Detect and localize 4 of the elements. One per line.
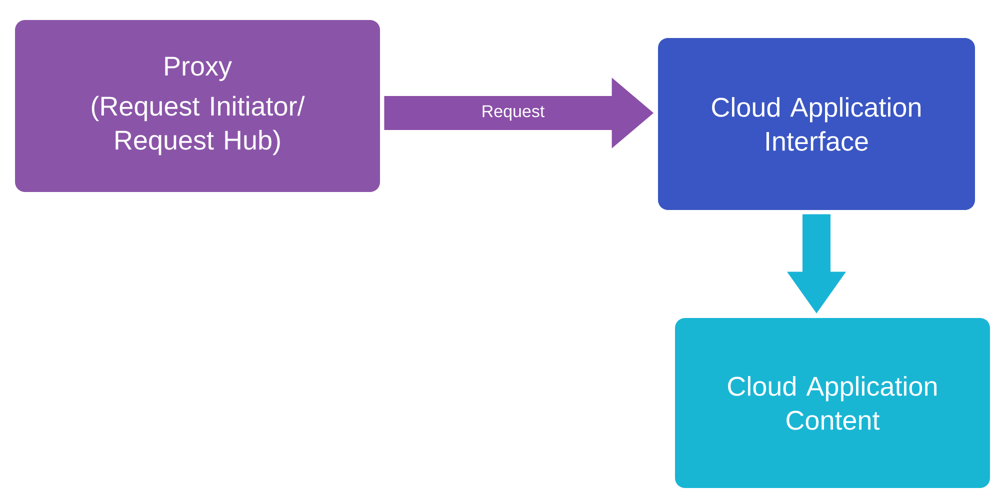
process-box: Cloud Application Content	[675, 318, 990, 488]
process-box: Proxy (Request Initiator/ Request Hub)	[15, 20, 380, 192]
edge-label: Request	[482, 105, 545, 121]
process-box: Cloud Application Interface	[658, 38, 975, 210]
